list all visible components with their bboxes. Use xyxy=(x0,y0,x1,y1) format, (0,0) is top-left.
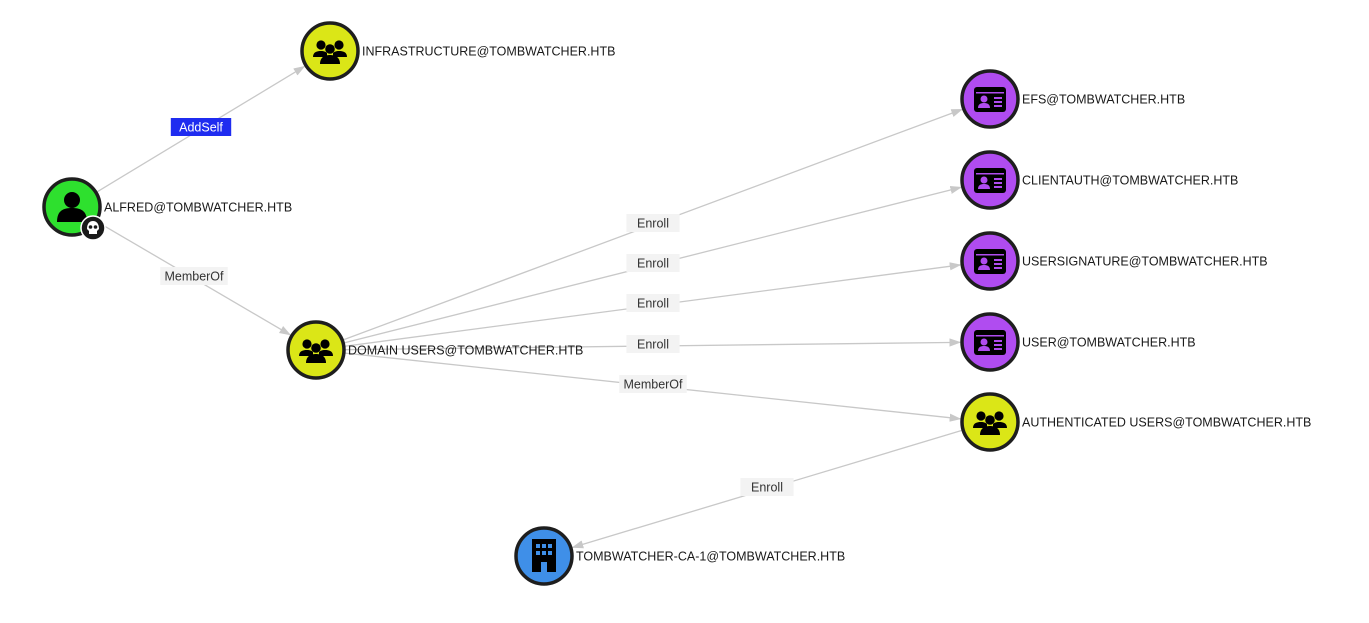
building-icon xyxy=(532,539,556,572)
node-label: ALFRED@TOMBWATCHER.HTB xyxy=(104,201,292,215)
user-icon xyxy=(57,192,87,222)
node-alfred[interactable]: ALFRED@TOMBWATCHER.HTB xyxy=(42,177,292,241)
group-icon xyxy=(973,411,1007,435)
node-label: INFRASTRUCTURE@TOMBWATCHER.HTB xyxy=(362,45,615,59)
node-authusers[interactable]: AUTHENTICATED USERS@TOMBWATCHER.HTB xyxy=(960,392,1311,452)
edge-label-memberof[interactable]: MemberOf xyxy=(160,267,228,285)
node-domainusers[interactable]: DOMAIN USERS@TOMBWATCHER.HTB xyxy=(286,320,583,380)
edge-label-enroll[interactable]: Enroll xyxy=(626,254,680,272)
node-efs[interactable]: EFS@TOMBWATCHER.HTB xyxy=(960,69,1185,129)
node-label: USER@TOMBWATCHER.HTB xyxy=(1022,336,1196,350)
edge-label-enroll[interactable]: Enroll xyxy=(626,214,680,232)
node-ca[interactable]: TOMBWATCHER-CA-1@TOMBWATCHER.HTB xyxy=(514,526,845,586)
edge-label-background xyxy=(626,254,680,272)
id-card-icon xyxy=(974,168,1006,193)
edge-label-background xyxy=(626,214,680,232)
id-card-icon xyxy=(974,330,1006,355)
node-user[interactable]: USER@TOMBWATCHER.HTB xyxy=(960,312,1196,372)
node-usersig[interactable]: USERSIGNATURE@TOMBWATCHER.HTB xyxy=(960,231,1268,291)
node-label: DOMAIN USERS@TOMBWATCHER.HTB xyxy=(348,344,583,358)
edge-label-background xyxy=(626,335,680,353)
group-icon xyxy=(313,40,347,64)
node-label: TOMBWATCHER-CA-1@TOMBWATCHER.HTB xyxy=(576,550,845,564)
edge-label-text: Enroll xyxy=(637,257,669,271)
edge-label-enroll[interactable]: Enroll xyxy=(740,478,794,496)
edge-label-enroll[interactable]: Enroll xyxy=(626,335,680,353)
edge-label-text: MemberOf xyxy=(164,270,224,284)
edge-label-background xyxy=(626,294,680,312)
edges-layer xyxy=(95,65,964,549)
id-card-icon xyxy=(974,249,1006,274)
edge-labels-layer: AddSelfMemberOfEnrollEnrollEnrollEnrollM… xyxy=(160,118,794,496)
skull-icon xyxy=(80,215,106,241)
edge-label-background xyxy=(160,267,228,285)
id-card-icon xyxy=(974,87,1006,112)
edge-label-enroll[interactable]: Enroll xyxy=(626,294,680,312)
node-infra[interactable]: INFRASTRUCTURE@TOMBWATCHER.HTB xyxy=(300,21,615,81)
nodes-layer: ALFRED@TOMBWATCHER.HTB INFRASTRUCTURE@TOM… xyxy=(42,21,1311,586)
node-clientauth[interactable]: CLIENTAUTH@TOMBWATCHER.HTB xyxy=(960,150,1238,210)
node-label: EFS@TOMBWATCHER.HTB xyxy=(1022,93,1185,107)
group-icon xyxy=(299,339,333,363)
edge-label-addself[interactable]: AddSelf xyxy=(170,118,232,136)
edge-label-text: AddSelf xyxy=(179,121,223,135)
edge-label-text: Enroll xyxy=(637,297,669,311)
edge-label-text: MemberOf xyxy=(623,378,683,392)
edge-label-text: Enroll xyxy=(751,481,783,495)
edge-label-text: Enroll xyxy=(637,338,669,352)
edge-label-background xyxy=(619,375,687,393)
node-label: USERSIGNATURE@TOMBWATCHER.HTB xyxy=(1022,255,1268,269)
edge-label-text: Enroll xyxy=(637,217,669,231)
edge-label-memberof[interactable]: MemberOf xyxy=(619,375,687,393)
node-label: AUTHENTICATED USERS@TOMBWATCHER.HTB xyxy=(1022,416,1311,430)
edge-label-background xyxy=(170,118,232,136)
node-label: CLIENTAUTH@TOMBWATCHER.HTB xyxy=(1022,174,1238,188)
edge-label-background xyxy=(740,478,794,496)
